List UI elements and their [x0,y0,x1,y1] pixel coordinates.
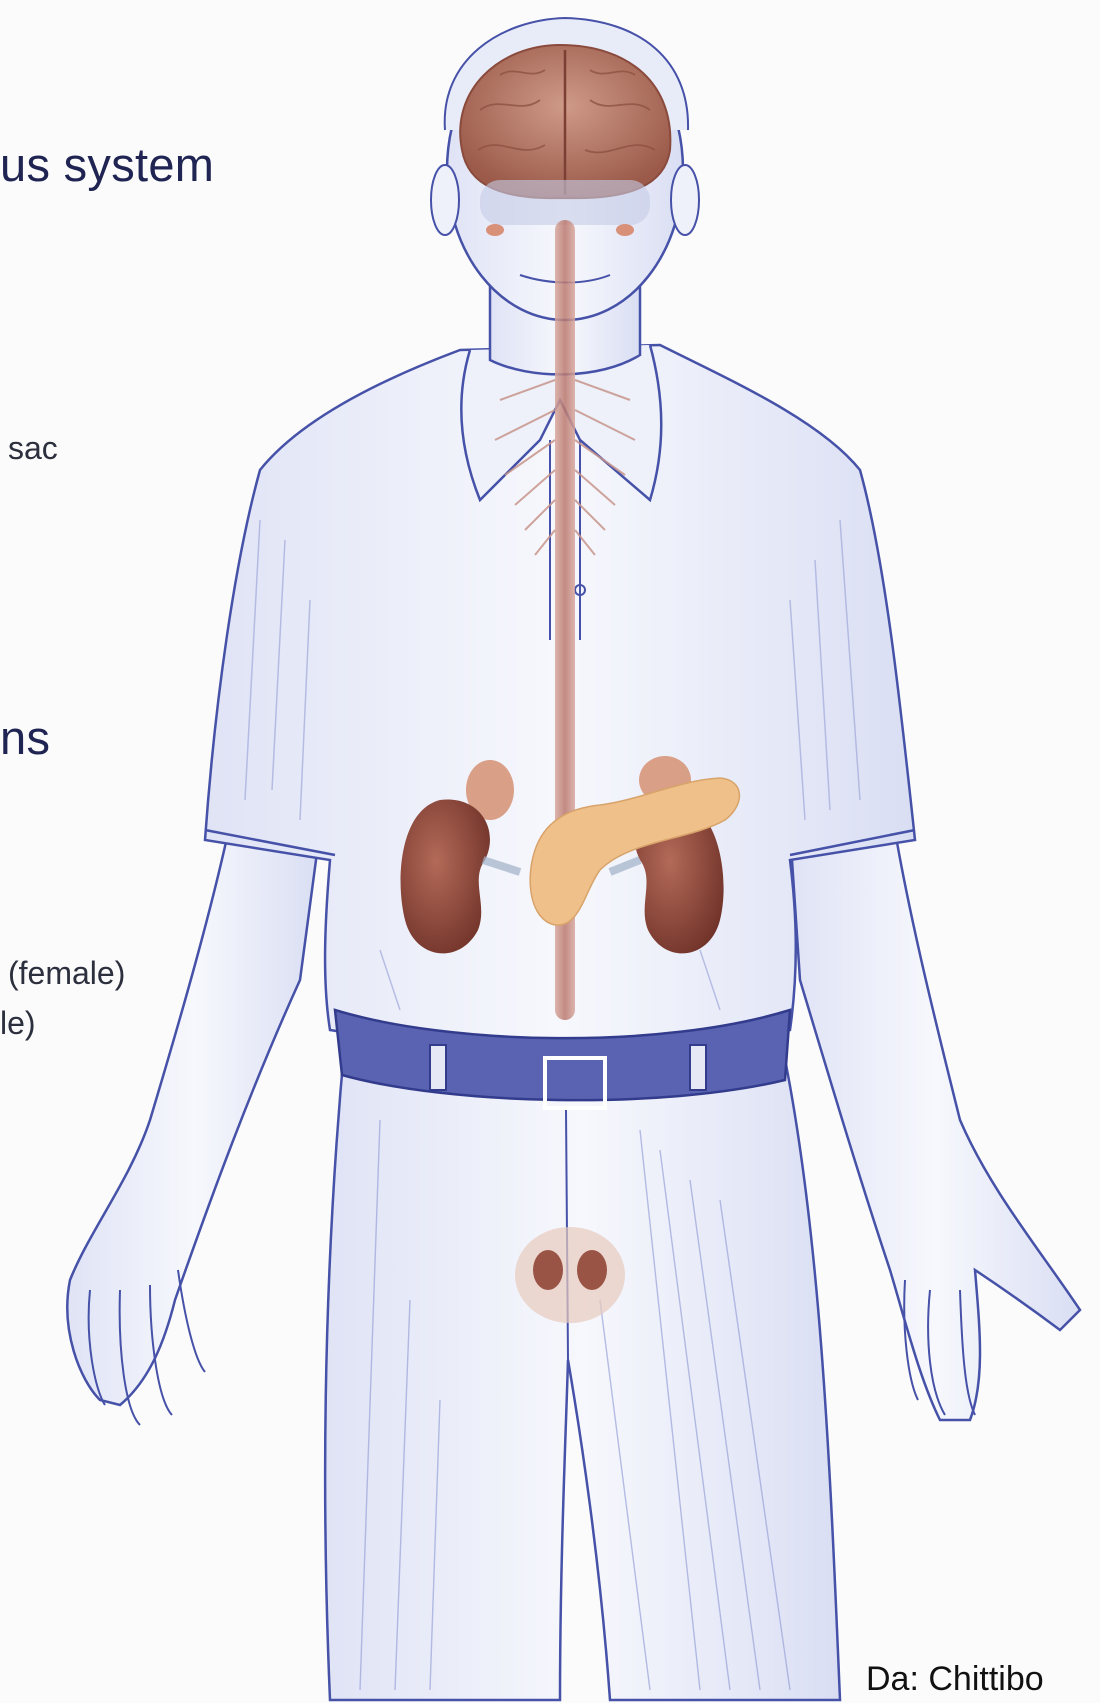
left-arm [67,800,320,1405]
trousers [325,1035,840,1700]
female-label: (female) [8,955,125,992]
source-credit: Da: Chittibo [866,1660,1044,1699]
right-arm [790,800,1080,1420]
sac-label: sac [8,430,58,467]
organs-heading: ns [0,710,50,765]
nervous-system-heading: us system [0,137,214,192]
left-testis [533,1250,563,1290]
male-label: le) [0,1005,36,1042]
right-testis [577,1250,607,1290]
left-kidney [401,800,490,954]
